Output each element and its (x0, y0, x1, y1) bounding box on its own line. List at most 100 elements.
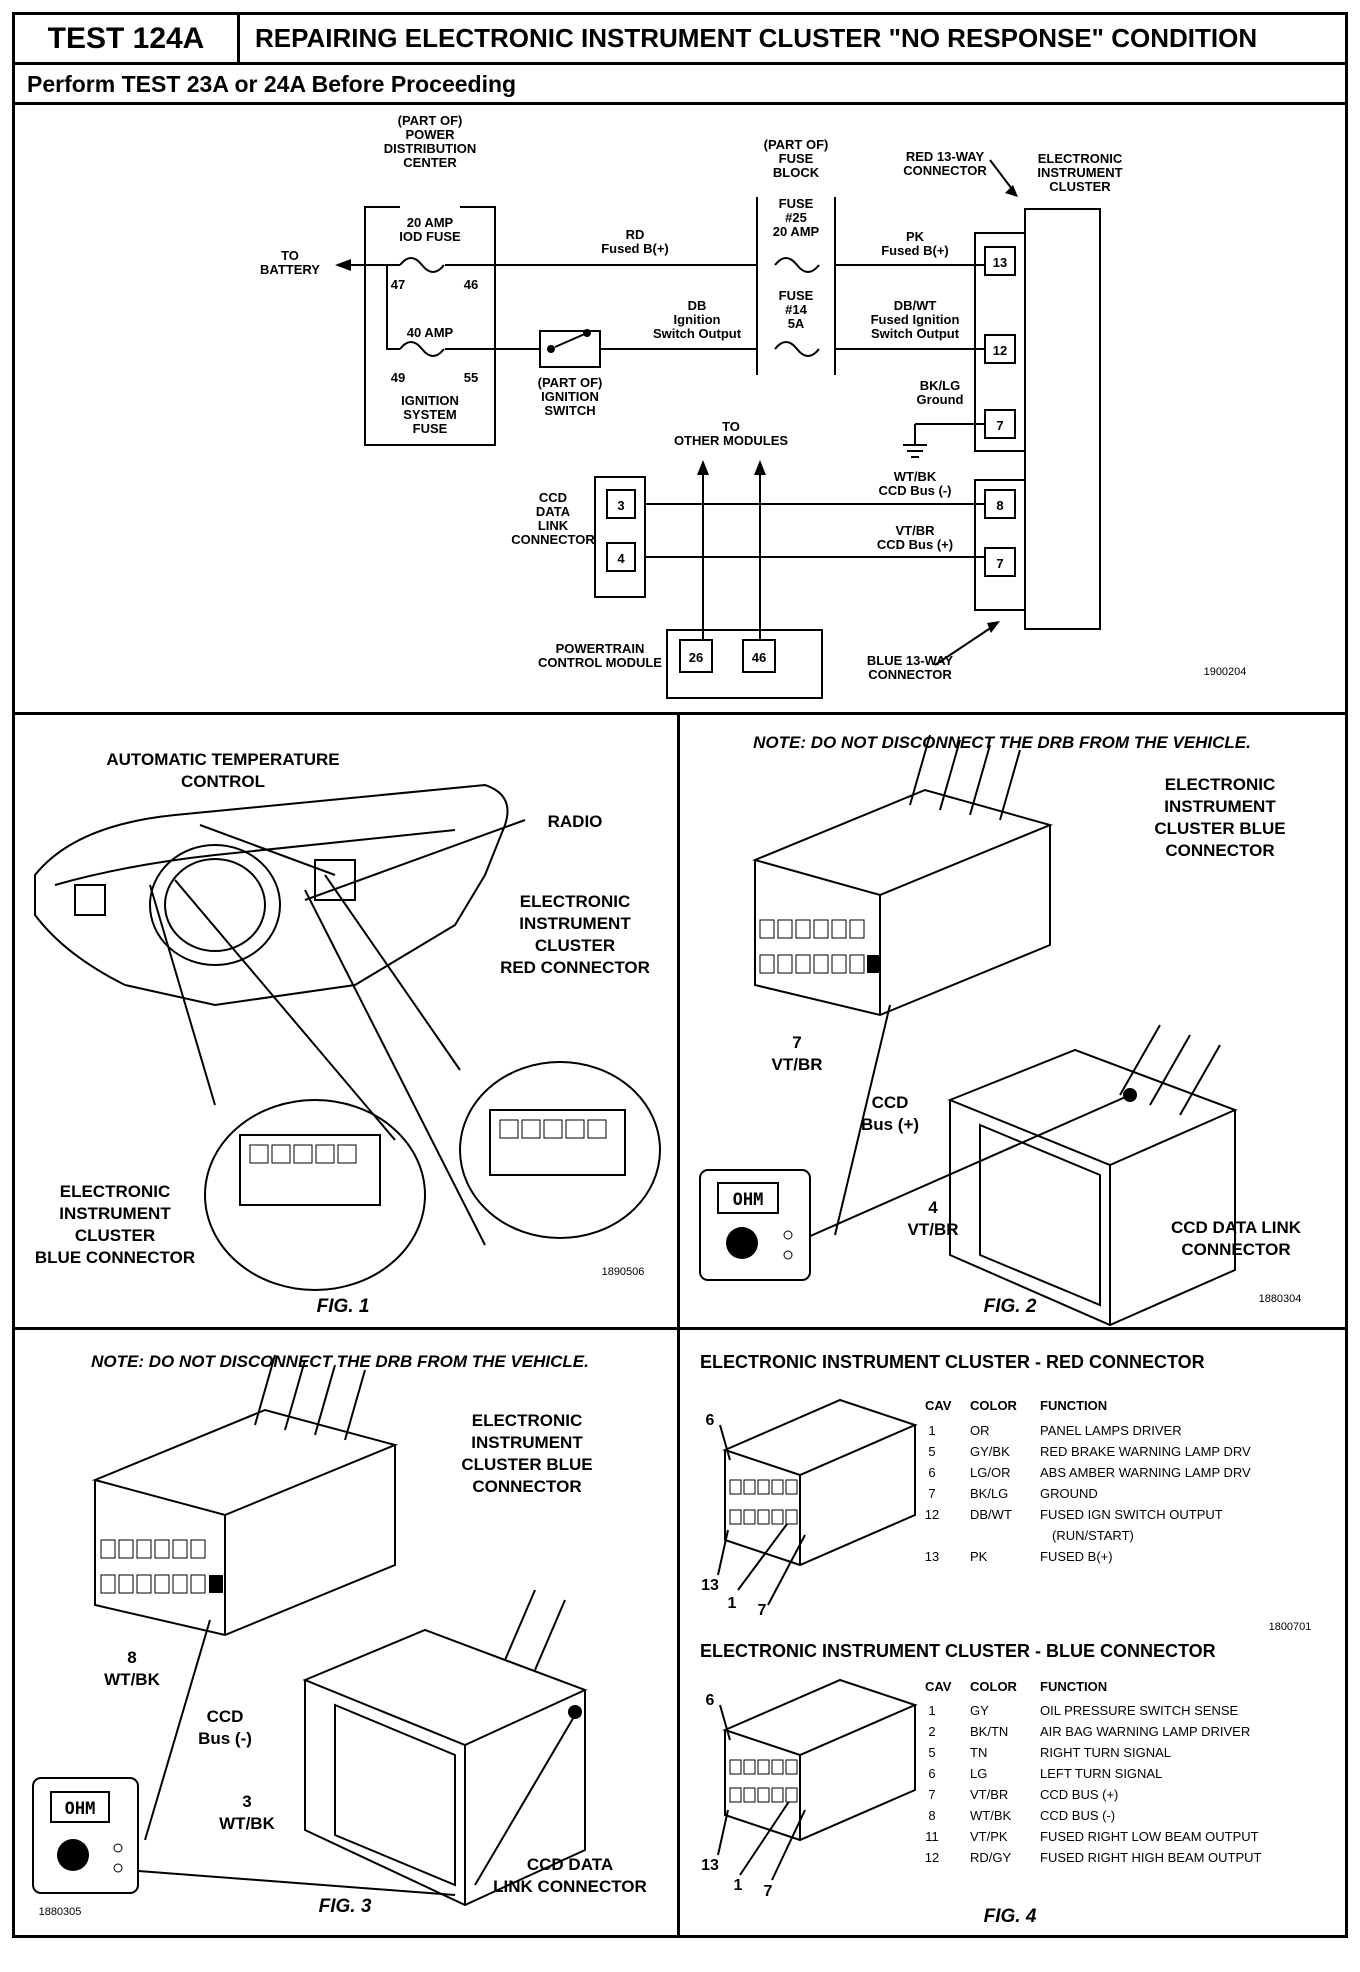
wire-wtbk-2: CCD Bus (-) (879, 483, 952, 498)
fig4-red-h-func: FUNCTION (1040, 1398, 1107, 1413)
fig3-conn-3: CLUSTER BLUE (461, 1455, 592, 1474)
fig4-red-row-function: FUSED IGN SWITCH OUTPUT (1040, 1507, 1223, 1522)
fig1-red-3: CLUSTER (535, 936, 615, 955)
fig3-conn-4: CONNECTOR (472, 1477, 581, 1496)
fig4-red-h-color: COLOR (970, 1398, 1018, 1413)
wire-db-2: Ignition (674, 312, 721, 327)
pcm-label-2: CONTROL MODULE (538, 655, 662, 670)
fig4-blue-row-function: OIL PRESSURE SWITCH SENSE (1040, 1703, 1238, 1718)
test-id: TEST 124A (15, 15, 240, 62)
fig2-link-2: CONNECTOR (1181, 1240, 1290, 1259)
fig3-ccd-1: CCD (207, 1707, 244, 1726)
fig1-red-4: RED CONNECTOR (500, 958, 650, 977)
fig1-blue-3: CLUSTER (75, 1226, 155, 1245)
fig1-ref: 1890506 (602, 1266, 645, 1278)
fig4-blue-row-cav: 7 (928, 1787, 935, 1802)
pdc-label-1: (PART OF) (398, 113, 463, 128)
wire-dbwt-2: Fused Ignition (871, 312, 960, 327)
fig2-pin7-color: VT/BR (772, 1055, 823, 1074)
fuse14-3: 5A (788, 316, 805, 331)
red-pin-12: 12 (993, 343, 1007, 358)
fig4-blue-h-color: COLOR (970, 1679, 1018, 1694)
fuse20-label-1: 20 AMP (407, 215, 454, 230)
pcm-label-1: POWERTRAIN (556, 641, 645, 656)
fig4-blue-callout-1: 1 (734, 1877, 743, 1894)
wire-rd-2: Fused B(+) (601, 241, 669, 256)
fig4-blue-row-color: WT/BK (970, 1808, 1011, 1823)
to-other-modules-1: TO (722, 419, 740, 434)
fig1-panel: AUTOMATIC TEMPERATURE CONTROL RADIO ELEC… (15, 715, 680, 1330)
ign-switch-1: (PART OF) (538, 375, 603, 390)
fuse40-pin-b: 55 (464, 370, 478, 385)
fig3-caption: FIG. 3 (319, 1896, 372, 1917)
fuse-block-3: BLOCK (773, 165, 820, 180)
fig4-blue-row-function: CCD BUS (-) (1040, 1808, 1115, 1823)
pdc-label-3: DISTRIBUTION (384, 141, 476, 156)
fig4-panel: ELECTRONIC INSTRUMENT CLUSTER - RED CONN… (680, 1330, 1345, 1935)
fig4-red-row-function: GROUND (1040, 1486, 1098, 1501)
fuse20-pin-a: 47 (391, 277, 405, 292)
fig4-red-row-color: LG/OR (970, 1465, 1010, 1480)
ccd-link-label-1: CCD (539, 490, 567, 505)
fig3-pin8-color: WT/BK (104, 1670, 160, 1689)
fig2-ref: 1880304 (1259, 1293, 1302, 1305)
fig4-blue-callout-13: 13 (701, 1857, 719, 1874)
wire-rd-1: RD (626, 227, 645, 242)
fig4-red-callout-13: 13 (701, 1577, 719, 1594)
pdc-label-2: POWER (405, 127, 455, 142)
cluster-label-2: INSTRUMENT (1037, 165, 1122, 180)
fig4-blue-h-func: FUNCTION (1040, 1679, 1107, 1694)
fig4-blue-row-function: LEFT TURN SIGNAL (1040, 1766, 1162, 1781)
fig4-red-row-color: BK/LG (970, 1486, 1008, 1501)
schematic-svg: (PART OF) POWER DISTRIBUTION CENTER 20 A… (260, 113, 1246, 699)
fig3-ohmmeter: OHM (32, 1777, 139, 1894)
fig1-atc-1: AUTOMATIC TEMPERATURE (106, 750, 339, 769)
fuse20-pin-b: 46 (464, 277, 478, 292)
fig2-ohmmeter: OHM (699, 1169, 811, 1281)
fig3-svg: NOTE: DO NOT DISCONNECT THE DRB FROM THE… (32, 1352, 647, 1918)
fig1-blue-2: INSTRUMENT (59, 1204, 171, 1223)
fig4-blue-row-cav: 12 (925, 1850, 939, 1865)
fig4-blue-row-function: FUSED RIGHT HIGH BEAM OUTPUT (1040, 1850, 1262, 1865)
header-bar: TEST 124A REPAIRING ELECTRONIC INSTRUMEN… (15, 15, 1345, 65)
fig4-red-row-color: OR (970, 1423, 990, 1438)
fig4-red-row-cav: 13 (925, 1549, 939, 1564)
fig4-red-row-function: ABS AMBER WARNING LAMP DRV (1040, 1465, 1251, 1480)
page-subtitle: Perform TEST 23A or 24A Before Proceedin… (15, 65, 1345, 105)
ign-fuse-label-3: FUSE (413, 421, 448, 436)
fig3-meter-text: OHM (65, 1799, 96, 1819)
fig3-link-2: LINK CONNECTOR (493, 1877, 647, 1896)
fig3-panel: NOTE: DO NOT DISCONNECT THE DRB FROM THE… (15, 1330, 680, 1935)
fig2-conn-4: CONNECTOR (1165, 841, 1274, 860)
fig2-caption: FIG. 2 (984, 1296, 1037, 1317)
fig4-blue-row-cav: 8 (928, 1808, 935, 1823)
fig4-red-row-cav: 12 (925, 1507, 939, 1522)
fig4-svg: ELECTRONIC INSTRUMENT CLUSTER - RED CONN… (700, 1352, 1311, 1927)
fig3-ref: 1880305 (39, 1906, 82, 1918)
to-battery-1: TO (281, 248, 299, 263)
fig2-pin4: 4 (928, 1198, 938, 1217)
fig4-red-row-function: FUSED B(+) (1040, 1549, 1113, 1564)
blue-pin-7: 7 (996, 556, 1003, 571)
pdc-label-4: CENTER (403, 155, 457, 170)
wire-bklg-1: BK/LG (920, 378, 960, 393)
wire-dbwt-1: DB/WT (894, 298, 937, 313)
page: TEST 124A REPAIRING ELECTRONIC INSTRUMEN… (12, 12, 1348, 1938)
red-pin-13: 13 (993, 255, 1007, 270)
fig2-ccd-2: Bus (+) (861, 1115, 919, 1134)
fig4-red-row-function: PANEL LAMPS DRIVER (1040, 1423, 1182, 1438)
ccd-pin-3: 3 (617, 498, 624, 513)
wiring-schematic: (PART OF) POWER DISTRIBUTION CENTER 20 A… (15, 105, 1345, 715)
fig4-red-row-function: RED BRAKE WARNING LAMP DRV (1040, 1444, 1251, 1459)
fuse-block-2: FUSE (779, 151, 814, 166)
cluster-label-3: CLUSTER (1049, 179, 1111, 194)
fig4-red-row-function: (RUN/START) (1052, 1528, 1134, 1543)
fuse25-2: #25 (785, 210, 807, 225)
fig2-link-1: CCD DATA LINK (1171, 1218, 1302, 1237)
fig4-red-callout-1: 1 (728, 1595, 737, 1612)
wire-wtbk-1: WT/BK (894, 469, 937, 484)
fig4-blue-row-color: RD/GY (970, 1850, 1012, 1865)
fig4-red-title: ELECTRONIC INSTRUMENT CLUSTER - RED CONN… (700, 1352, 1205, 1372)
wire-bklg-2: Ground (917, 392, 964, 407)
